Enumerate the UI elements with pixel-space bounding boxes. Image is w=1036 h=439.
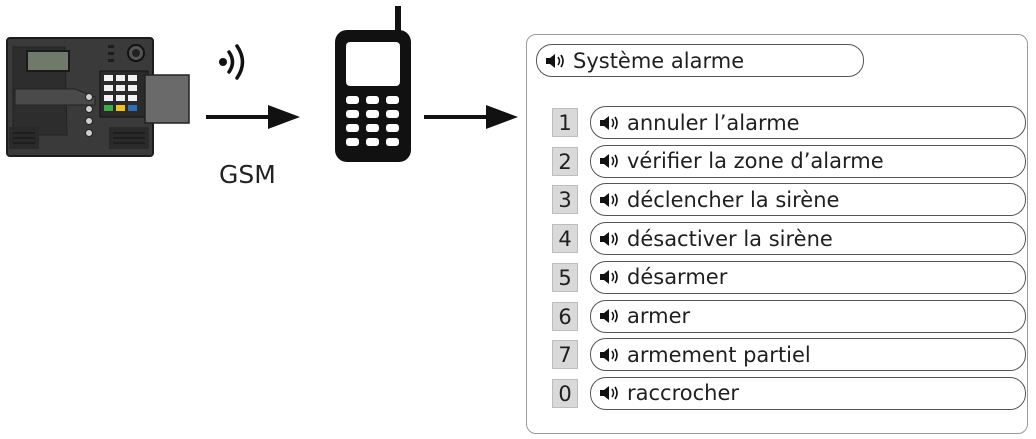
menu-option-pill[interactable]: armer bbox=[590, 299, 1026, 333]
menu-option-key: 0 bbox=[552, 378, 578, 408]
menu-option-label: désactiver la sirène bbox=[627, 226, 833, 251]
speaker-icon bbox=[599, 152, 621, 170]
menu-option-label: vérifier la zone d’alarme bbox=[627, 149, 884, 174]
menu-option-row[interactable]: 1 annuler l’alarme bbox=[552, 105, 1026, 139]
wireless-signal-icon bbox=[219, 44, 245, 80]
menu-option-label: armer bbox=[627, 304, 691, 328]
speaker-icon bbox=[599, 114, 621, 132]
speaker-icon bbox=[599, 230, 621, 248]
menu-option-key: 6 bbox=[552, 301, 578, 331]
menu-option-row[interactable]: 6 armer bbox=[552, 299, 1026, 333]
arrow-right-icon bbox=[206, 105, 300, 129]
menu-option-label: annuler l’alarme bbox=[627, 110, 800, 135]
menu-option-row[interactable]: 2 vérifier la zone d’alarme bbox=[552, 144, 1026, 178]
speaker-icon bbox=[599, 307, 621, 325]
speaker-icon bbox=[599, 384, 621, 402]
menu-option-pill[interactable]: déclencher la sirène bbox=[590, 183, 1026, 217]
menu-option-pill[interactable]: désarmer bbox=[590, 260, 1026, 294]
speaker-icon bbox=[599, 268, 621, 286]
menu-option-key: 7 bbox=[552, 340, 578, 370]
menu-option-pill[interactable]: raccrocher bbox=[590, 376, 1026, 410]
connection-label: GSM bbox=[219, 160, 276, 189]
menu-option-label: désarmer bbox=[627, 265, 728, 290]
alarm-panel-icon bbox=[6, 37, 190, 157]
menu-option-label: armement partiel bbox=[627, 342, 811, 367]
menu-option-key: 4 bbox=[552, 224, 578, 254]
menu-option-key: 3 bbox=[552, 185, 578, 215]
menu-option-pill[interactable]: annuler l’alarme bbox=[590, 106, 1026, 139]
menu-option-key: 5 bbox=[552, 262, 578, 292]
menu-option-key: 2 bbox=[552, 146, 578, 176]
menu-option-pill[interactable]: armement partiel bbox=[590, 338, 1026, 372]
speaker-icon bbox=[599, 191, 621, 209]
speaker-icon bbox=[599, 346, 621, 364]
menu-option-label: déclencher la sirène bbox=[627, 187, 840, 212]
menu-option-label: raccrocher bbox=[627, 381, 740, 406]
menu-option-row[interactable]: 3 déclencher la sirène bbox=[552, 182, 1026, 217]
menu-title-pill: Système alarme bbox=[536, 44, 864, 77]
menu-option-row[interactable]: 7 armement partiel bbox=[552, 337, 1026, 372]
mobile-phone-icon bbox=[335, 6, 411, 162]
menu-option-key: 1 bbox=[552, 108, 578, 137]
menu-option-row[interactable]: 4 désactiver la sirène bbox=[552, 221, 1026, 256]
menu-option-row[interactable]: 0 raccrocher bbox=[552, 376, 1026, 410]
menu-option-pill[interactable]: désactiver la sirène bbox=[590, 222, 1026, 256]
menu-option-pill[interactable]: vérifier la zone d’alarme bbox=[590, 144, 1026, 178]
arrow-right-icon bbox=[424, 105, 518, 129]
menu-title: Système alarme bbox=[573, 48, 745, 73]
speaker-icon bbox=[545, 52, 567, 70]
menu-option-row[interactable]: 5 désarmer bbox=[552, 260, 1026, 294]
